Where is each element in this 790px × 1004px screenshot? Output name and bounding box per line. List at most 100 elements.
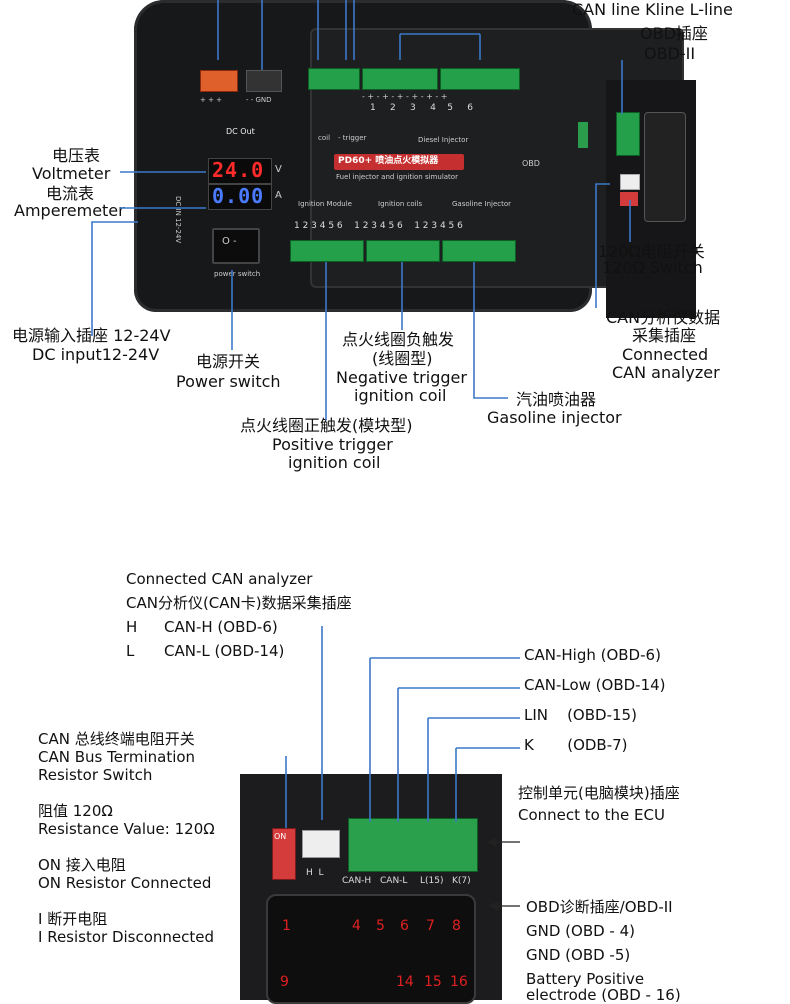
term-cn: CAN 总线终端电阻开关 xyxy=(38,730,195,748)
ecu-cn: 控制单元(电脑模块)插座 xyxy=(518,784,680,802)
neg-trigger-cn2: (线圈型) xyxy=(372,349,433,368)
on-en: ON Resistor Connected xyxy=(38,874,212,892)
switch-120-white[interactable] xyxy=(620,174,640,190)
h-key: H xyxy=(126,618,138,636)
bat1: Battery Positive xyxy=(526,970,645,988)
bat2: electrode (OBD - 16) xyxy=(526,986,681,1004)
voltage-unit: V xyxy=(275,164,282,175)
brand-label: PD60+ 喷油点火模拟器 xyxy=(338,156,439,166)
obd-num-1: 1 xyxy=(282,918,291,934)
ammeter-en: Amperemeter xyxy=(14,201,125,220)
ecu-green-connector xyxy=(348,818,478,872)
neg-trigger-en2: ignition coil xyxy=(354,386,447,405)
obd-green-connector xyxy=(616,112,640,156)
current-unit: A xyxy=(275,190,282,201)
dc-out-label: DC Out xyxy=(226,127,255,136)
can-analyzer-en1: Connected xyxy=(622,345,709,364)
voltmeter-en: Voltmeter xyxy=(32,164,111,183)
power-switch-cn: 电源开关 xyxy=(196,352,261,371)
obd-port xyxy=(644,112,686,222)
current-value: 0.00 xyxy=(212,184,265,208)
dc-input-cn: 电源输入插座 12-24V xyxy=(12,326,171,345)
dc-in-small: DC IN 12-24V xyxy=(174,196,182,244)
can-low: CAN-Low (OBD-14) xyxy=(524,676,666,694)
term-en2: Resistor Switch xyxy=(38,766,153,784)
can-card-cn: CAN分析仪(CAN卡)数据采集插座 xyxy=(126,594,352,612)
pin-label-k7: K(7) xyxy=(452,876,471,886)
switch120-en: 120Ω Switch xyxy=(602,258,703,277)
termination-switch[interactable] xyxy=(272,828,296,880)
can-analyzer-cn1: CAN分析仪数据 xyxy=(606,308,721,327)
switch-120-red[interactable] xyxy=(620,192,638,206)
obd-num-5: 5 xyxy=(376,918,385,934)
power-switch[interactable] xyxy=(212,228,260,264)
obd-num-7: 7 xyxy=(426,918,435,934)
obd-diag: OBD诊断插座/OBD-II xyxy=(526,898,673,916)
obd-num-14: 14 xyxy=(396,974,414,990)
h-val: CAN-H (OBD-6) xyxy=(164,618,278,636)
ignition-module-connector xyxy=(290,240,364,262)
res-cn: 阻值 120Ω xyxy=(38,802,113,820)
top-label-can: CAN line Kline L-line xyxy=(572,0,733,19)
pos-trigger-cn: 点火线圈正触发(模块型) xyxy=(240,416,413,435)
obd-num-9: 9 xyxy=(280,974,289,990)
k: K (ODB-7) xyxy=(524,736,628,754)
brand-bar xyxy=(334,154,464,170)
term-en1: CAN Bus Termination xyxy=(38,748,196,766)
neg-trigger-cn1: 点火线圈负触发 xyxy=(342,330,455,349)
power-switch-en: Power switch xyxy=(176,372,281,391)
obd-num-8: 8 xyxy=(452,918,461,934)
pos-trigger-en1: Positive trigger xyxy=(272,435,393,454)
coil-small: coil xyxy=(318,134,331,142)
can-high: CAN-High (OBD-6) xyxy=(524,646,661,664)
l-val: CAN-L (OBD-14) xyxy=(164,642,285,660)
gasoline-injector-connector xyxy=(442,240,516,262)
gasoline-cn: 汽油喷油器 xyxy=(516,390,597,409)
obd-small: OBD xyxy=(522,159,540,168)
power-switch-small: power switch xyxy=(214,270,261,278)
gnd4: GND (OBD - 4) xyxy=(526,922,636,940)
connected-can: Connected CAN analyzer xyxy=(126,570,313,588)
lin: LIN (OBD-15) xyxy=(524,706,637,724)
dc-out-orange-connector xyxy=(200,70,238,92)
ecu-en: Connect to the ECU xyxy=(518,806,665,824)
hl-labels: H L xyxy=(306,868,324,878)
off-cn: I 断开电阻 xyxy=(38,910,108,928)
obd-num-15: 15 xyxy=(424,974,442,990)
hl-white-connector xyxy=(302,830,340,858)
on-cn: ON 接入电阻 xyxy=(38,856,126,874)
off-en: I Resistor Disconnected xyxy=(38,928,215,946)
diesel-injector-small: Diesel Injector xyxy=(418,136,469,144)
obd-num-4: 4 xyxy=(352,918,361,934)
ammeter-display xyxy=(208,184,272,210)
l-key: L xyxy=(126,642,135,660)
pin-label-canh: CAN-H xyxy=(342,876,372,886)
can-analyzer-en2: CAN analyzer xyxy=(612,363,720,382)
dc-input-en: DC input12-24V xyxy=(32,345,160,364)
obd-closeup-photo: ON H L CAN-H CAN-L L(15) K(7) xyxy=(240,774,502,1004)
switch-on-label: ON xyxy=(274,832,287,841)
obd-num-6: 6 xyxy=(400,918,409,934)
diesel-injector-connector-right xyxy=(440,68,520,90)
trigger-small: - trigger xyxy=(338,134,367,142)
switch120-cn: 120Ω电阻开关 xyxy=(598,242,705,261)
gnd5: GND (OBD -5) xyxy=(526,946,631,964)
obd-socket-cn: OBD插座 xyxy=(640,24,708,43)
obd-connector-body xyxy=(266,894,476,1004)
diesel-injector-connector-left xyxy=(362,68,438,90)
can-analyzer-cn2: 采集插座 xyxy=(632,326,697,345)
res-en: Resistance Value: 120Ω xyxy=(38,820,215,838)
device-subtitle: Fuel injector and ignition simulator xyxy=(336,173,458,181)
neg-trigger-en1: Negative trigger xyxy=(336,368,467,387)
obd-socket-en: OBD-II xyxy=(644,44,696,63)
voltage-value: 24.0 xyxy=(212,158,265,182)
gasoline-injector-small: Gasoline Injector xyxy=(452,200,512,208)
gnd-connector xyxy=(246,70,282,92)
pos-trigger-en2: ignition coil xyxy=(288,453,381,472)
obd-num-16: 16 xyxy=(450,974,468,990)
ignition-module-small: Ignition Module xyxy=(298,200,352,208)
pin-label-canl: CAN-L xyxy=(380,876,408,886)
side-green-tab xyxy=(578,122,588,148)
can-kline-connector xyxy=(308,68,360,90)
gasoline-en: Gasoline injector xyxy=(487,408,622,427)
